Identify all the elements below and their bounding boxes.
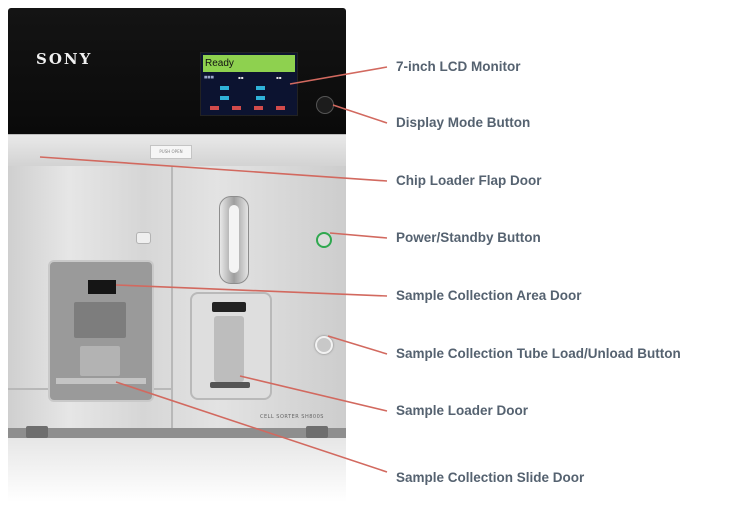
lcd-indicator [220,96,229,100]
lcd-row [204,95,294,102]
leader-line-sample-collection-slide-door [115,381,388,473]
leader-line-sample-collection-tube-button [327,335,388,355]
lcd-row: ■■■ ▪▪ ▪▪ [204,75,294,82]
lcd-row [204,85,294,92]
brand-logo: SONY [36,50,93,68]
leader-line-chip-loader-flap-door [39,156,388,182]
sample-collection-area-door[interactable] [48,260,154,402]
callout-sample-collection-slide-door: Sample Collection Slide Door [396,470,585,485]
callout-sample-loader-door: Sample Loader Door [396,403,529,418]
lcd-monitor[interactable]: Ready ■■■ ▪▪ ▪▪ [200,52,298,116]
leader-line-display-mode-button [332,104,388,124]
power-standby-button[interactable] [316,232,332,248]
floor-reflection [8,438,346,502]
lcd-readout-label: ■■■ [204,75,214,79]
lcd-readout-value: ▪▪ [238,75,244,80]
callout-lcd-monitor: 7-inch LCD Monitor [396,59,521,74]
top-panel: SONY Ready ■■■ ▪▪ ▪▪ [8,8,346,134]
lcd-indicator [256,86,265,90]
sample-loader-door[interactable] [190,292,272,400]
leader-line-sample-collection-area-door [115,284,388,297]
lcd-indicator [256,96,265,100]
loader-base [210,382,250,388]
lcd-readout-value: ▪▪ [276,75,282,80]
sheath-tube-window [219,196,249,284]
callout-chip-loader-flap-door: Chip Loader Flap Door [396,173,542,188]
device-body: CELL SORTER SH800S [8,166,346,428]
device-foot [26,426,48,438]
lcd-indicator [232,106,241,110]
leader-line-sample-loader-door [239,375,388,412]
collection-stage [74,302,126,338]
callout-sample-collection-tube-button: Sample Collection Tube Load/Unload Butto… [396,346,681,361]
small-indicator-button[interactable] [136,232,151,244]
chip-loader-flap-door[interactable]: PUSH OPEN [8,134,346,168]
sheath-tube [229,205,239,273]
lcd-indicator [276,106,285,110]
loader-slot [212,302,246,312]
panel-divider [171,166,173,428]
callout-display-mode-button: Display Mode Button [396,115,531,130]
callout-sample-collection-area-door: Sample Collection Area Door [396,288,582,303]
lcd-indicator [210,106,219,110]
collection-holder [80,346,120,376]
lcd-row [204,105,294,112]
lcd-indicator [254,106,263,110]
model-label: CELL SORTER SH800S [260,414,324,420]
device-base [8,428,346,438]
lcd-indicator [220,86,229,90]
leader-line-lcd-monitor [289,66,388,85]
collection-stage-block [88,280,116,294]
cell-sorter-device: SONY Ready ■■■ ▪▪ ▪▪ [8,8,346,438]
sample-collection-tube-button[interactable] [315,336,333,354]
collection-rail [56,378,146,384]
callout-power-standby-button: Power/Standby Button [396,230,541,245]
leader-line-power-standby-button [329,232,388,239]
lcd-status-text: Ready [203,55,295,72]
device-foot [306,426,328,438]
flap-push-tag: PUSH OPEN [150,145,192,159]
loader-body [214,316,244,382]
